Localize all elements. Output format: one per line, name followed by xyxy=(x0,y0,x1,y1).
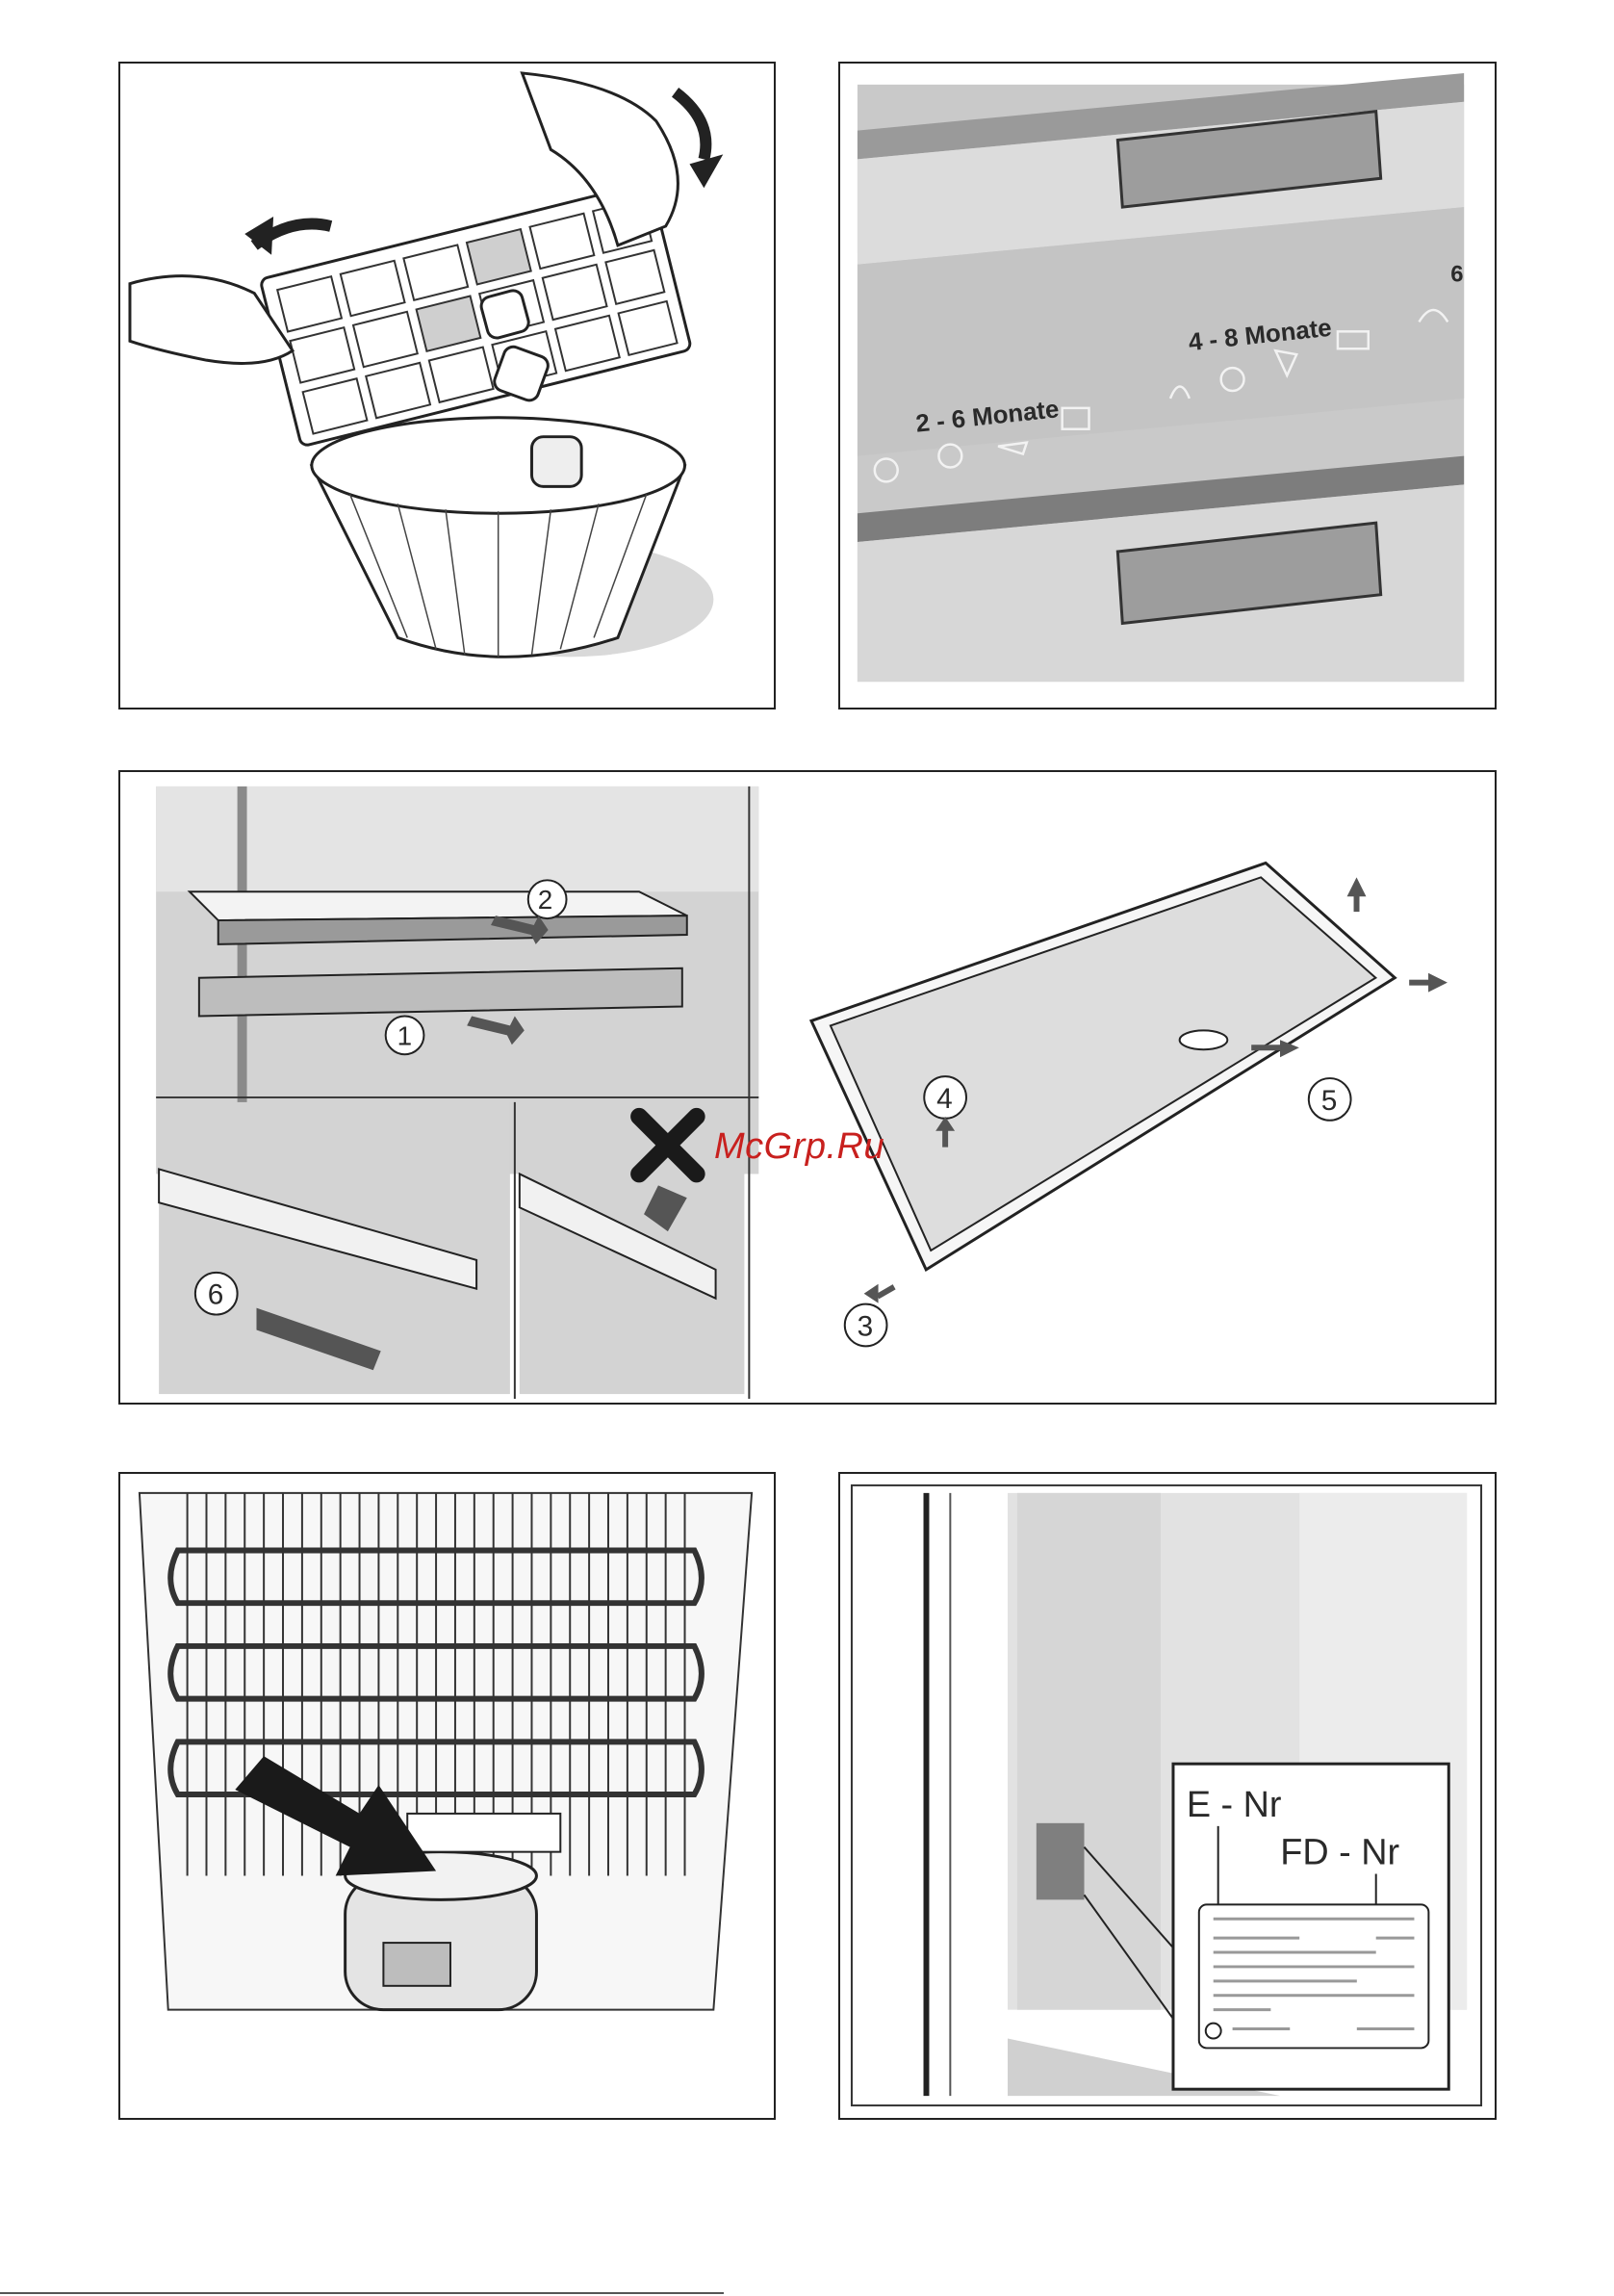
panel-ice-tray xyxy=(118,62,776,709)
panel-drawer-labels: 2 - 6 Monate 4 - 8 Monate 6 xyxy=(838,62,1497,709)
compressor-illustration xyxy=(120,1474,774,2118)
rating-plate-location xyxy=(1037,1823,1085,1900)
drawer-illustration: 2 - 6 Monate 4 - 8 Monate 6 xyxy=(840,64,1495,708)
panel-shelf-removal: 2 1 6 4 5 3 xyxy=(118,770,1497,1405)
footer-line xyxy=(0,2292,724,2294)
rating-plate-card xyxy=(1199,1904,1429,2048)
rating-plate-illustration: E - Nr FD - Nr xyxy=(840,1474,1495,2118)
e-nr-label: E - Nr xyxy=(1187,1785,1282,1825)
step-1-label: 1 xyxy=(397,1020,412,1050)
fd-nr-label: FD - Nr xyxy=(1280,1833,1399,1873)
step-6-label: 6 xyxy=(208,1279,224,1311)
freezer-label-6: 6 xyxy=(1450,262,1463,288)
ice-tray-illustration xyxy=(120,64,774,708)
step-2-label: 2 xyxy=(538,885,552,915)
panel-rating-plate: E - Nr FD - Nr xyxy=(838,1472,1497,2120)
panel-compressor xyxy=(118,1472,776,2120)
step-5-label: 5 xyxy=(1321,1085,1338,1117)
watermark: McGrp.Ru xyxy=(714,1126,884,1168)
step-4-label: 4 xyxy=(936,1083,953,1115)
step-3-label: 3 xyxy=(858,1310,874,1342)
shelf-illustration: 2 1 6 4 5 3 xyxy=(120,772,1495,1403)
